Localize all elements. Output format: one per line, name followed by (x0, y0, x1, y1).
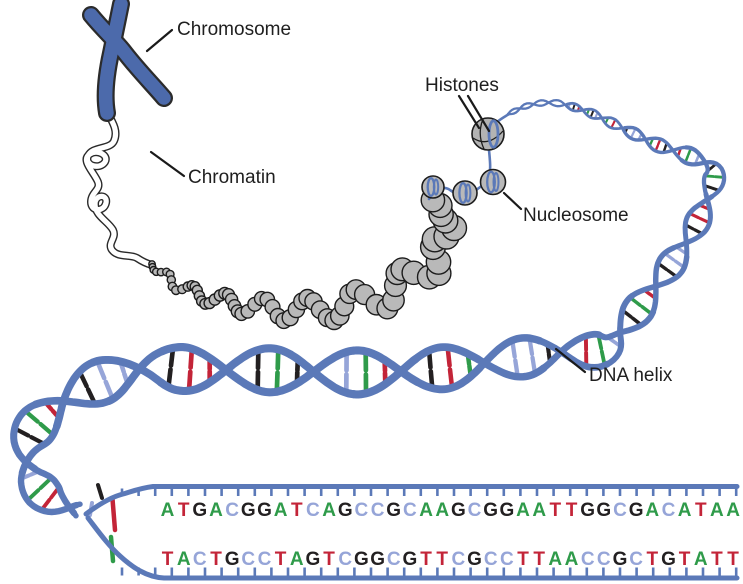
base-letter: T (162, 549, 174, 570)
histones-label: Histones (425, 75, 499, 96)
base-letter: G (225, 549, 240, 570)
base-letter: T (323, 549, 335, 570)
base-letter: T (291, 500, 303, 521)
base-letter: A (678, 500, 692, 521)
base-letter: G (370, 549, 385, 570)
nucleosome-beads (421, 112, 511, 206)
dna-helix-illustration (10, 98, 727, 519)
base-letter: C (258, 549, 272, 570)
base-letter: G (241, 500, 256, 521)
chromatin-fiber (148, 187, 468, 331)
base-letter: A (645, 500, 659, 521)
base-letter: A (726, 500, 740, 521)
base-letter: C (338, 549, 352, 570)
base-letter: T (420, 549, 432, 570)
base-letter: G (500, 500, 515, 521)
dna-helix-label: DNA helix (589, 365, 673, 386)
chromatin-leader-line (149, 150, 186, 178)
base-letter: T (517, 549, 529, 570)
base-letter: A (548, 549, 562, 570)
base-letter: C (371, 500, 385, 521)
base-letter: C (387, 549, 401, 570)
histones-leader-line-1 (457, 94, 481, 130)
base-letter: C (662, 500, 676, 521)
base-letter: G (580, 500, 595, 521)
base-letter: T (178, 500, 190, 521)
base-letter: T (533, 549, 545, 570)
dna-helix-leader-line (554, 347, 587, 374)
base-letter: C (355, 500, 369, 521)
base-letter: A (274, 500, 288, 521)
nucleosome-label: Nucleosome (523, 205, 629, 226)
base-letter: G (354, 549, 369, 570)
base-letter: C (193, 549, 207, 570)
base-letter: G (257, 500, 272, 521)
base-letter: C (581, 549, 595, 570)
base-letter: G (386, 500, 401, 521)
base-letter: C (597, 549, 611, 570)
base-letter: G (403, 549, 418, 570)
base-letter: A (694, 549, 708, 570)
base-letter: G (483, 500, 498, 521)
base-letter: G (338, 500, 353, 521)
histones-leader-line-2 (466, 94, 491, 133)
chromosome-illustration (82, 0, 173, 122)
base-letter: C (613, 500, 627, 521)
base-letter: C (468, 500, 482, 521)
base-letter: C (403, 500, 417, 521)
base-letter: A (322, 500, 336, 521)
base-letter: T (646, 549, 658, 570)
base-letter: G (192, 500, 207, 521)
base-letter: A (419, 500, 433, 521)
base-letter: T (711, 549, 723, 570)
base-letter: T (679, 549, 691, 570)
chromatin-coil (82, 108, 156, 269)
base-letter: T (436, 549, 448, 570)
base-letter: A (565, 549, 579, 570)
base-letter: A (177, 549, 191, 570)
base-letter: C (452, 549, 466, 570)
base-letter: T (210, 549, 222, 570)
base-letter: G (629, 500, 644, 521)
base-letter: C (500, 549, 514, 570)
base-letter: T (566, 500, 578, 521)
base-letter: C (225, 500, 239, 521)
base-letter: G (467, 549, 482, 570)
chromatin-label: Chromatin (188, 167, 276, 188)
base-letter: T (727, 549, 739, 570)
base-letter: T (549, 500, 561, 521)
base-letter: G (596, 500, 611, 521)
base-letter: A (290, 549, 304, 570)
base-letter: T (275, 549, 287, 570)
nucleosome-leader-line (502, 191, 523, 211)
base-letter: A (209, 500, 223, 521)
base-letter: A (435, 500, 449, 521)
base-letter: A (161, 500, 175, 521)
base-letter: G (613, 549, 628, 570)
annotations: Chromosome Chromatin Histones Nucleosome… (145, 19, 673, 386)
base-letter: A (516, 500, 530, 521)
base-letter: C (629, 549, 643, 570)
base-letter: A (710, 500, 724, 521)
base-letter: C (306, 500, 320, 521)
base-letter: C (484, 549, 498, 570)
base-letter: G (306, 549, 321, 570)
chromosome-leader-line (145, 28, 174, 53)
base-letter: G (451, 500, 466, 521)
base-letter: T (695, 500, 707, 521)
base-letter: A (532, 500, 546, 521)
chromosome-label: Chromosome (177, 19, 291, 40)
base-letter: C (241, 549, 255, 570)
base-letter: G (661, 549, 676, 570)
